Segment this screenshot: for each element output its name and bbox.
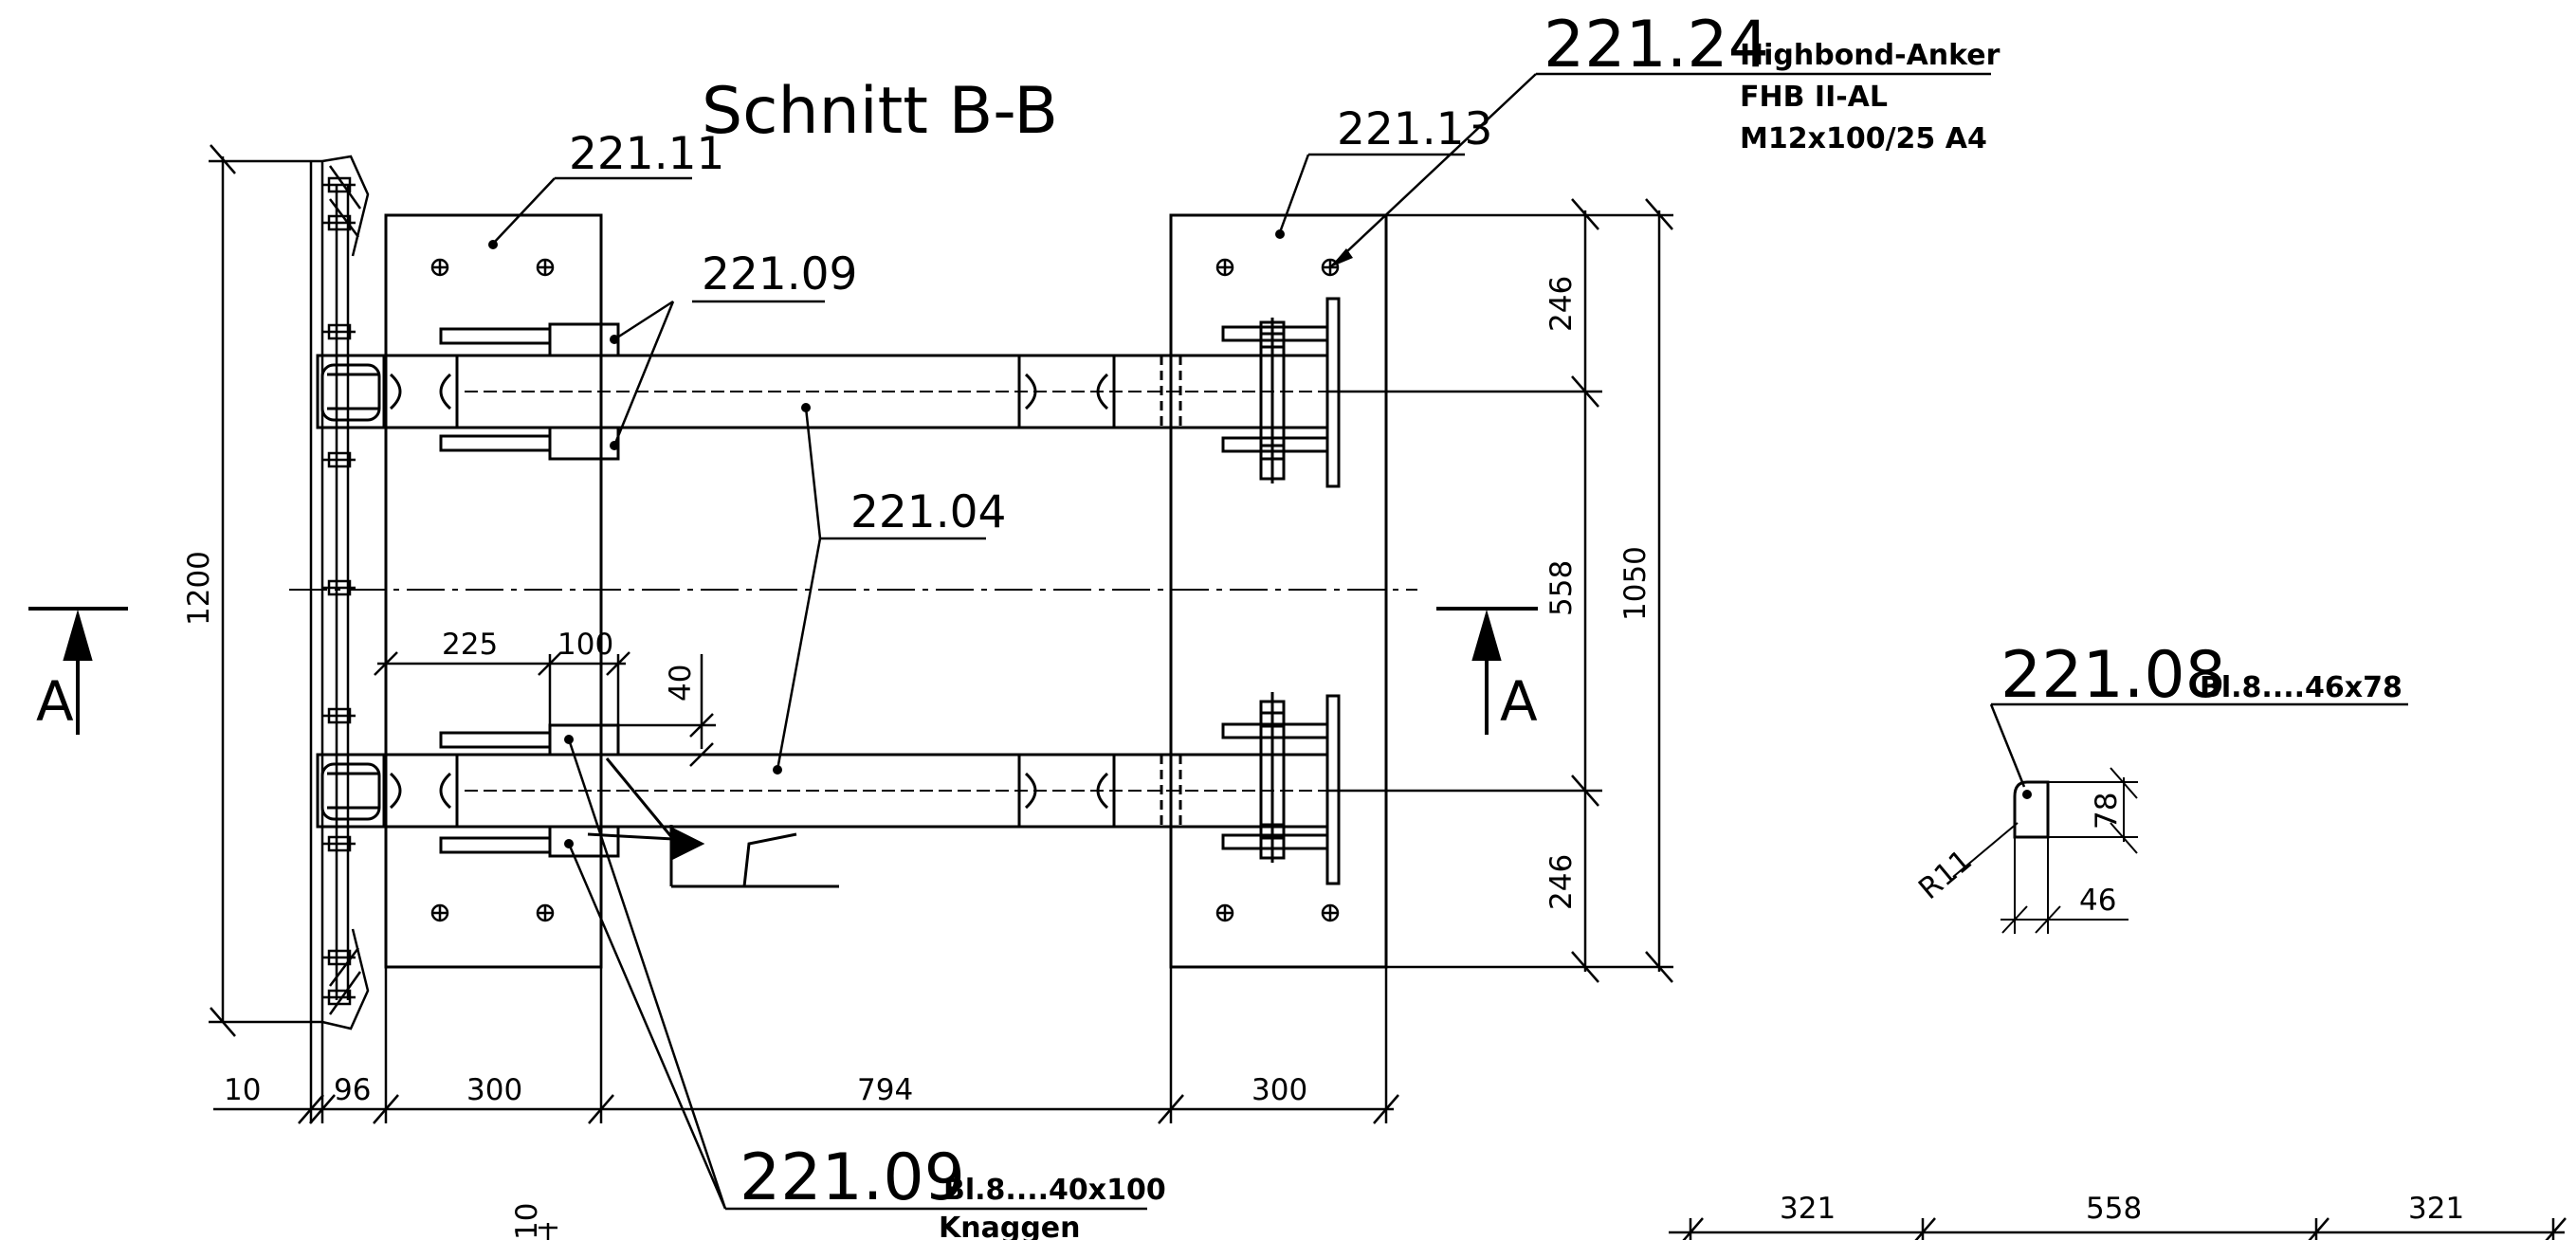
detail-221-08 — [1952, 767, 2138, 934]
dim-1050: 1050 — [1618, 546, 1653, 621]
drawing-title: Schnitt B-B — [702, 74, 1058, 149]
dim-lower-321-left: 321 — [1780, 1192, 1836, 1226]
dim-lower-left-10: 10 — [510, 1203, 544, 1240]
dim-lower-321-right: 321 — [2408, 1192, 2464, 1226]
dim-246-bottom: 246 — [1544, 854, 1579, 910]
part-221-24-desc-2: FHB II-AL — [1740, 81, 1888, 114]
dimension-lines — [209, 144, 2567, 1240]
dim-100: 100 — [557, 628, 613, 662]
section-mark-right-label: A — [1500, 669, 1538, 734]
section-mark-left — [28, 607, 128, 735]
dim-225: 225 — [442, 628, 498, 662]
part-221-24-number: 221.24 — [1544, 8, 1769, 82]
weld-symbol — [587, 757, 839, 888]
part-221-04-label: 221.04 — [850, 486, 1006, 538]
dim-1200: 1200 — [182, 551, 216, 626]
beam-lower — [316, 753, 1329, 829]
part-221-11-label: 221.11 — [569, 128, 724, 180]
beam-upper — [316, 354, 1329, 429]
base-plate-right — [1169, 213, 1388, 969]
wall-strip — [309, 155, 370, 1030]
end-plate-upper — [1221, 297, 1341, 488]
dim-794: 794 — [857, 1073, 913, 1107]
dim-96: 96 — [334, 1073, 371, 1107]
dim-300-right: 300 — [1251, 1073, 1307, 1107]
part-221-09-bottom-number: 221.09 — [740, 1140, 965, 1215]
part-221-09-top-label: 221.09 — [702, 248, 857, 301]
dim-40: 40 — [664, 665, 698, 702]
part-221-13-label: 221.13 — [1337, 103, 1492, 155]
lugs-lower — [439, 723, 620, 858]
detail-dim-78: 78 — [2090, 793, 2124, 830]
leader-lines — [492, 72, 2408, 1211]
leader-dots — [488, 229, 2032, 848]
section-mark-left-label: A — [36, 669, 74, 734]
base-plate-left — [384, 213, 603, 969]
part-221-24-desc-1: Highbond-Anker — [1740, 39, 2001, 72]
dim-246-top: 246 — [1544, 276, 1579, 332]
part-221-08-number: 221.08 — [2001, 638, 2226, 713]
part-221-09-bottom-desc: Bl.8....40x100 — [943, 1174, 1166, 1207]
detail-dim-46: 46 — [2079, 884, 2116, 918]
dim-558: 558 — [1544, 560, 1579, 616]
wall-anchor-bolts — [322, 176, 356, 1006]
section-mark-right — [1436, 607, 1538, 735]
dim-300-left: 300 — [466, 1073, 522, 1107]
dim-10: 10 — [224, 1073, 261, 1107]
part-221-24-desc-3: M12x100/25 A4 — [1740, 122, 1987, 155]
part-221-09-bottom-desc2: Knaggen — [939, 1212, 1081, 1240]
dim-lower-558: 558 — [2086, 1192, 2142, 1226]
part-221-08-desc: Bl.8....46x78 — [2200, 671, 2402, 704]
